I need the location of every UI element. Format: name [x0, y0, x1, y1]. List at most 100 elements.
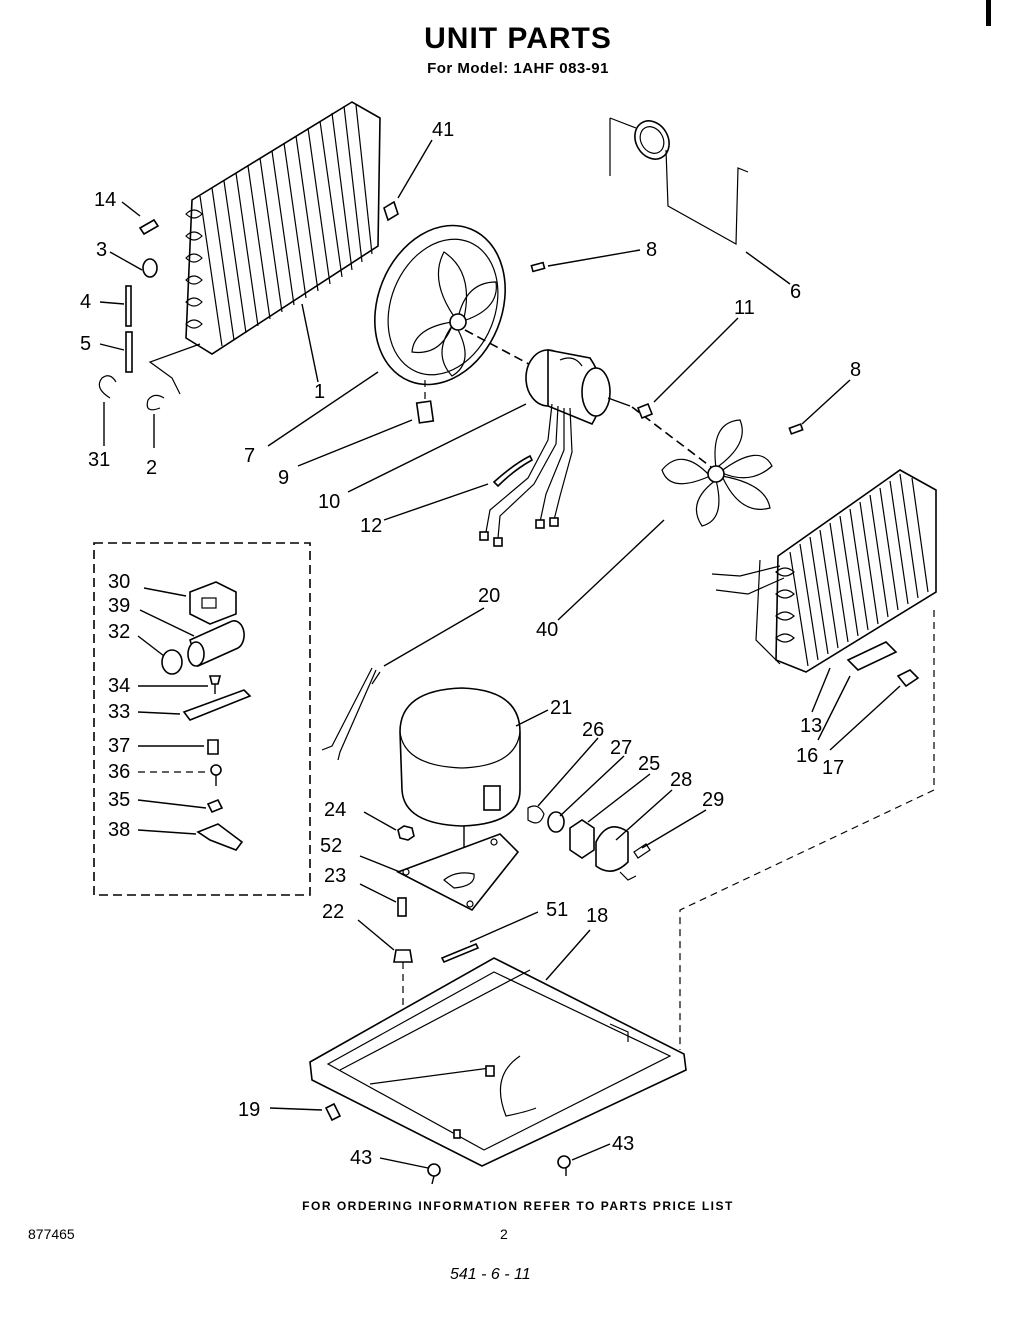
- model-subtitle: For Model: 1AHF 083-91: [427, 60, 609, 77]
- part-8-setscrew-bottom: [788, 423, 804, 435]
- callout-24: 24: [324, 799, 346, 821]
- part-6-drain-assembly: [609, 117, 749, 246]
- part-32-cap: [161, 649, 183, 675]
- condenser-coil: [148, 101, 381, 395]
- compressor: [399, 687, 521, 866]
- part-3-grommet: [142, 258, 158, 278]
- callout-18: 18: [586, 905, 608, 927]
- part-39-capacitor: [187, 620, 245, 668]
- part-17-clip: [896, 669, 920, 688]
- callout-32: 32: [108, 621, 130, 643]
- handwritten-note: 541 - 6 - 11: [450, 1266, 531, 1283]
- callout-43-right: 43: [612, 1133, 634, 1155]
- part-4-tube: [125, 285, 132, 327]
- callout-9: 9: [278, 467, 289, 489]
- part-14: [138, 218, 160, 236]
- part-43-screw-right: [557, 1155, 571, 1176]
- page-number: 2: [500, 1226, 508, 1242]
- part-20-wire: [321, 667, 381, 761]
- callout-numbers: 14 3 4 5 31 2 41 1 7 9 10 12 8 6 11 8 40…: [80, 119, 861, 1169]
- part-31-clip: [98, 375, 117, 399]
- callout-7: 7: [244, 445, 255, 467]
- callout-26: 26: [582, 719, 604, 741]
- callout-3: 3: [96, 239, 107, 261]
- evaporator-basepan-link: [679, 610, 935, 1050]
- callout-20: 20: [478, 585, 500, 607]
- basepan: [309, 957, 687, 1167]
- callout-31: 31: [88, 449, 110, 471]
- evaporator-coil: [711, 469, 937, 673]
- callout-21: 21: [550, 697, 572, 719]
- callout-38: 38: [108, 819, 130, 841]
- part-2-clip: [146, 394, 165, 411]
- callout-4: 4: [80, 291, 91, 313]
- page-title: UNIT PARTS: [424, 22, 612, 55]
- part-28-cover: [595, 826, 629, 872]
- callout-51: 51: [546, 899, 568, 921]
- leader-lines: [99, 139, 901, 1169]
- part-35-nut: [206, 798, 224, 814]
- part-52-base-plate: [396, 833, 520, 912]
- callout-29: 29: [702, 789, 724, 811]
- document-number: 877465: [28, 1226, 75, 1242]
- motor-wire-harness: [479, 403, 573, 547]
- callout-16: 16: [796, 745, 818, 767]
- part-34-screw: [208, 675, 222, 694]
- part-16-bracket: [846, 641, 898, 671]
- electrical-components-box: [93, 542, 311, 896]
- callout-52: 52: [320, 835, 342, 857]
- part-27-gasket: [547, 811, 565, 833]
- callout-40: 40: [536, 619, 558, 641]
- callout-39: 39: [108, 595, 130, 617]
- part-11-nut: [636, 402, 654, 420]
- part-38-relay: [196, 823, 244, 851]
- callout-8-top: 8: [646, 239, 657, 261]
- part-24-nut: [397, 825, 415, 841]
- callout-5: 5: [80, 333, 91, 355]
- part-8-setscrew-top: [530, 261, 546, 273]
- part-5-tube: [125, 331, 133, 373]
- part-9-bracket: [415, 380, 435, 424]
- part-41-clip: [383, 200, 399, 222]
- callout-23: 23: [324, 865, 346, 887]
- callout-36: 36: [108, 761, 130, 783]
- callout-11: 11: [734, 297, 755, 319]
- callout-2: 2: [146, 457, 157, 479]
- callout-25: 25: [638, 753, 660, 775]
- callout-27: 27: [610, 737, 632, 759]
- part-43-screw-left: [427, 1163, 441, 1185]
- callout-30: 30: [108, 571, 130, 593]
- page-edge-mark: [986, 0, 991, 26]
- part-30-terminal-cover: [189, 581, 237, 625]
- part-23-grommet: [397, 897, 407, 917]
- callout-8-right: 8: [850, 359, 861, 381]
- callout-1: 1: [314, 381, 325, 403]
- callout-35: 35: [108, 789, 130, 811]
- callout-12: 12: [360, 515, 382, 537]
- callout-6: 6: [790, 281, 801, 303]
- blower-wheel: [661, 419, 773, 527]
- callout-33: 33: [108, 701, 130, 723]
- part-37-fastener: [207, 739, 219, 755]
- callout-37: 37: [108, 735, 130, 757]
- part-19-clip: [324, 1102, 342, 1122]
- part-12-strap: [492, 454, 534, 488]
- part-26-terminal: [527, 805, 545, 824]
- callout-41: 41: [432, 119, 454, 141]
- callout-17: 17: [822, 757, 844, 779]
- callout-22: 22: [322, 901, 344, 923]
- fan-shroud: [374, 224, 541, 386]
- callout-43-left: 43: [350, 1147, 372, 1169]
- fan-motor: [525, 349, 716, 471]
- callout-19: 19: [238, 1099, 260, 1121]
- part-33-bracket: [182, 689, 252, 721]
- callout-13: 13: [800, 715, 822, 737]
- ordering-note: FOR ORDERING INFORMATION REFER TO PARTS …: [302, 1199, 734, 1213]
- callout-14: 14: [94, 189, 116, 211]
- part-36-screw: [210, 764, 222, 786]
- callout-10: 10: [318, 491, 340, 513]
- part-51-strap: [440, 942, 480, 964]
- callout-28: 28: [670, 769, 692, 791]
- part-25-bracket: [569, 819, 595, 859]
